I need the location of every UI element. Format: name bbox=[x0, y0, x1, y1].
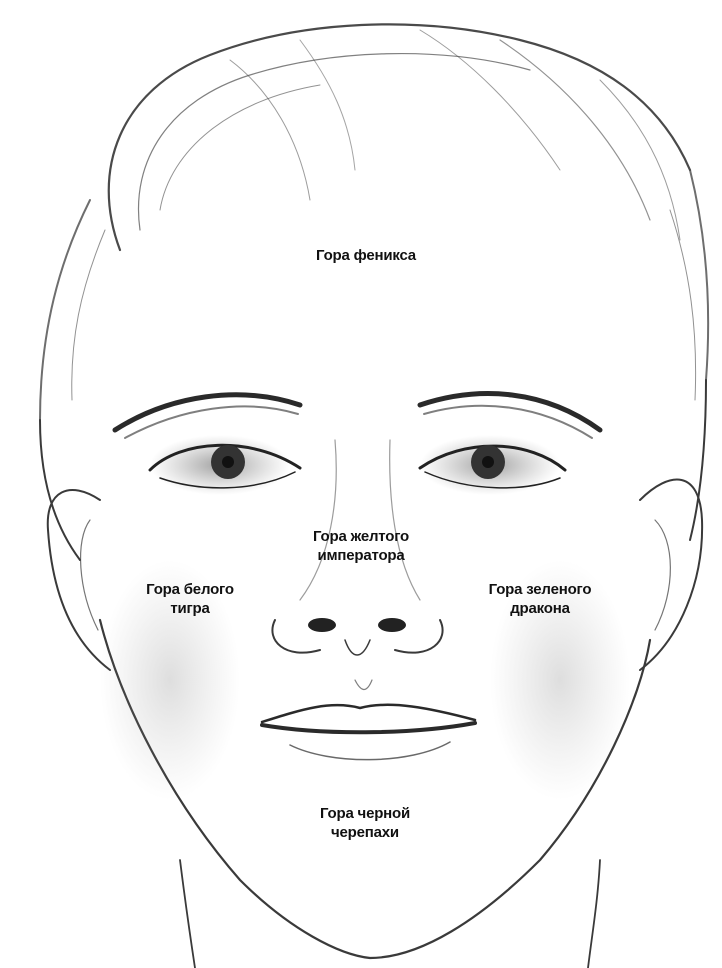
label-line: Гора феникса bbox=[296, 246, 436, 265]
neck bbox=[180, 860, 600, 968]
label-line: дракона bbox=[475, 599, 605, 618]
label-line: черепахи bbox=[300, 823, 430, 842]
label-white-tiger-mountain: Гора белого тигра bbox=[125, 580, 255, 618]
label-line: Гора белого bbox=[125, 580, 255, 599]
label-line: Гора черной bbox=[300, 804, 430, 823]
hair bbox=[40, 24, 708, 420]
label-line: Гора зеленого bbox=[475, 580, 605, 599]
eyebrows bbox=[115, 394, 600, 438]
label-phoenix-mountain: Гора феникса bbox=[296, 246, 436, 265]
label-black-turtle-mountain: Гора черной черепахи bbox=[300, 804, 430, 842]
label-line: тигра bbox=[125, 599, 255, 618]
label-yellow-emperor-mountain: Гора желтого императора bbox=[296, 527, 426, 565]
label-line: императора bbox=[296, 546, 426, 565]
eyes bbox=[150, 435, 565, 495]
label-green-dragon-mountain: Гора зеленого дракона bbox=[475, 580, 605, 618]
mouth bbox=[262, 680, 475, 760]
label-line: Гора желтого bbox=[296, 527, 426, 546]
